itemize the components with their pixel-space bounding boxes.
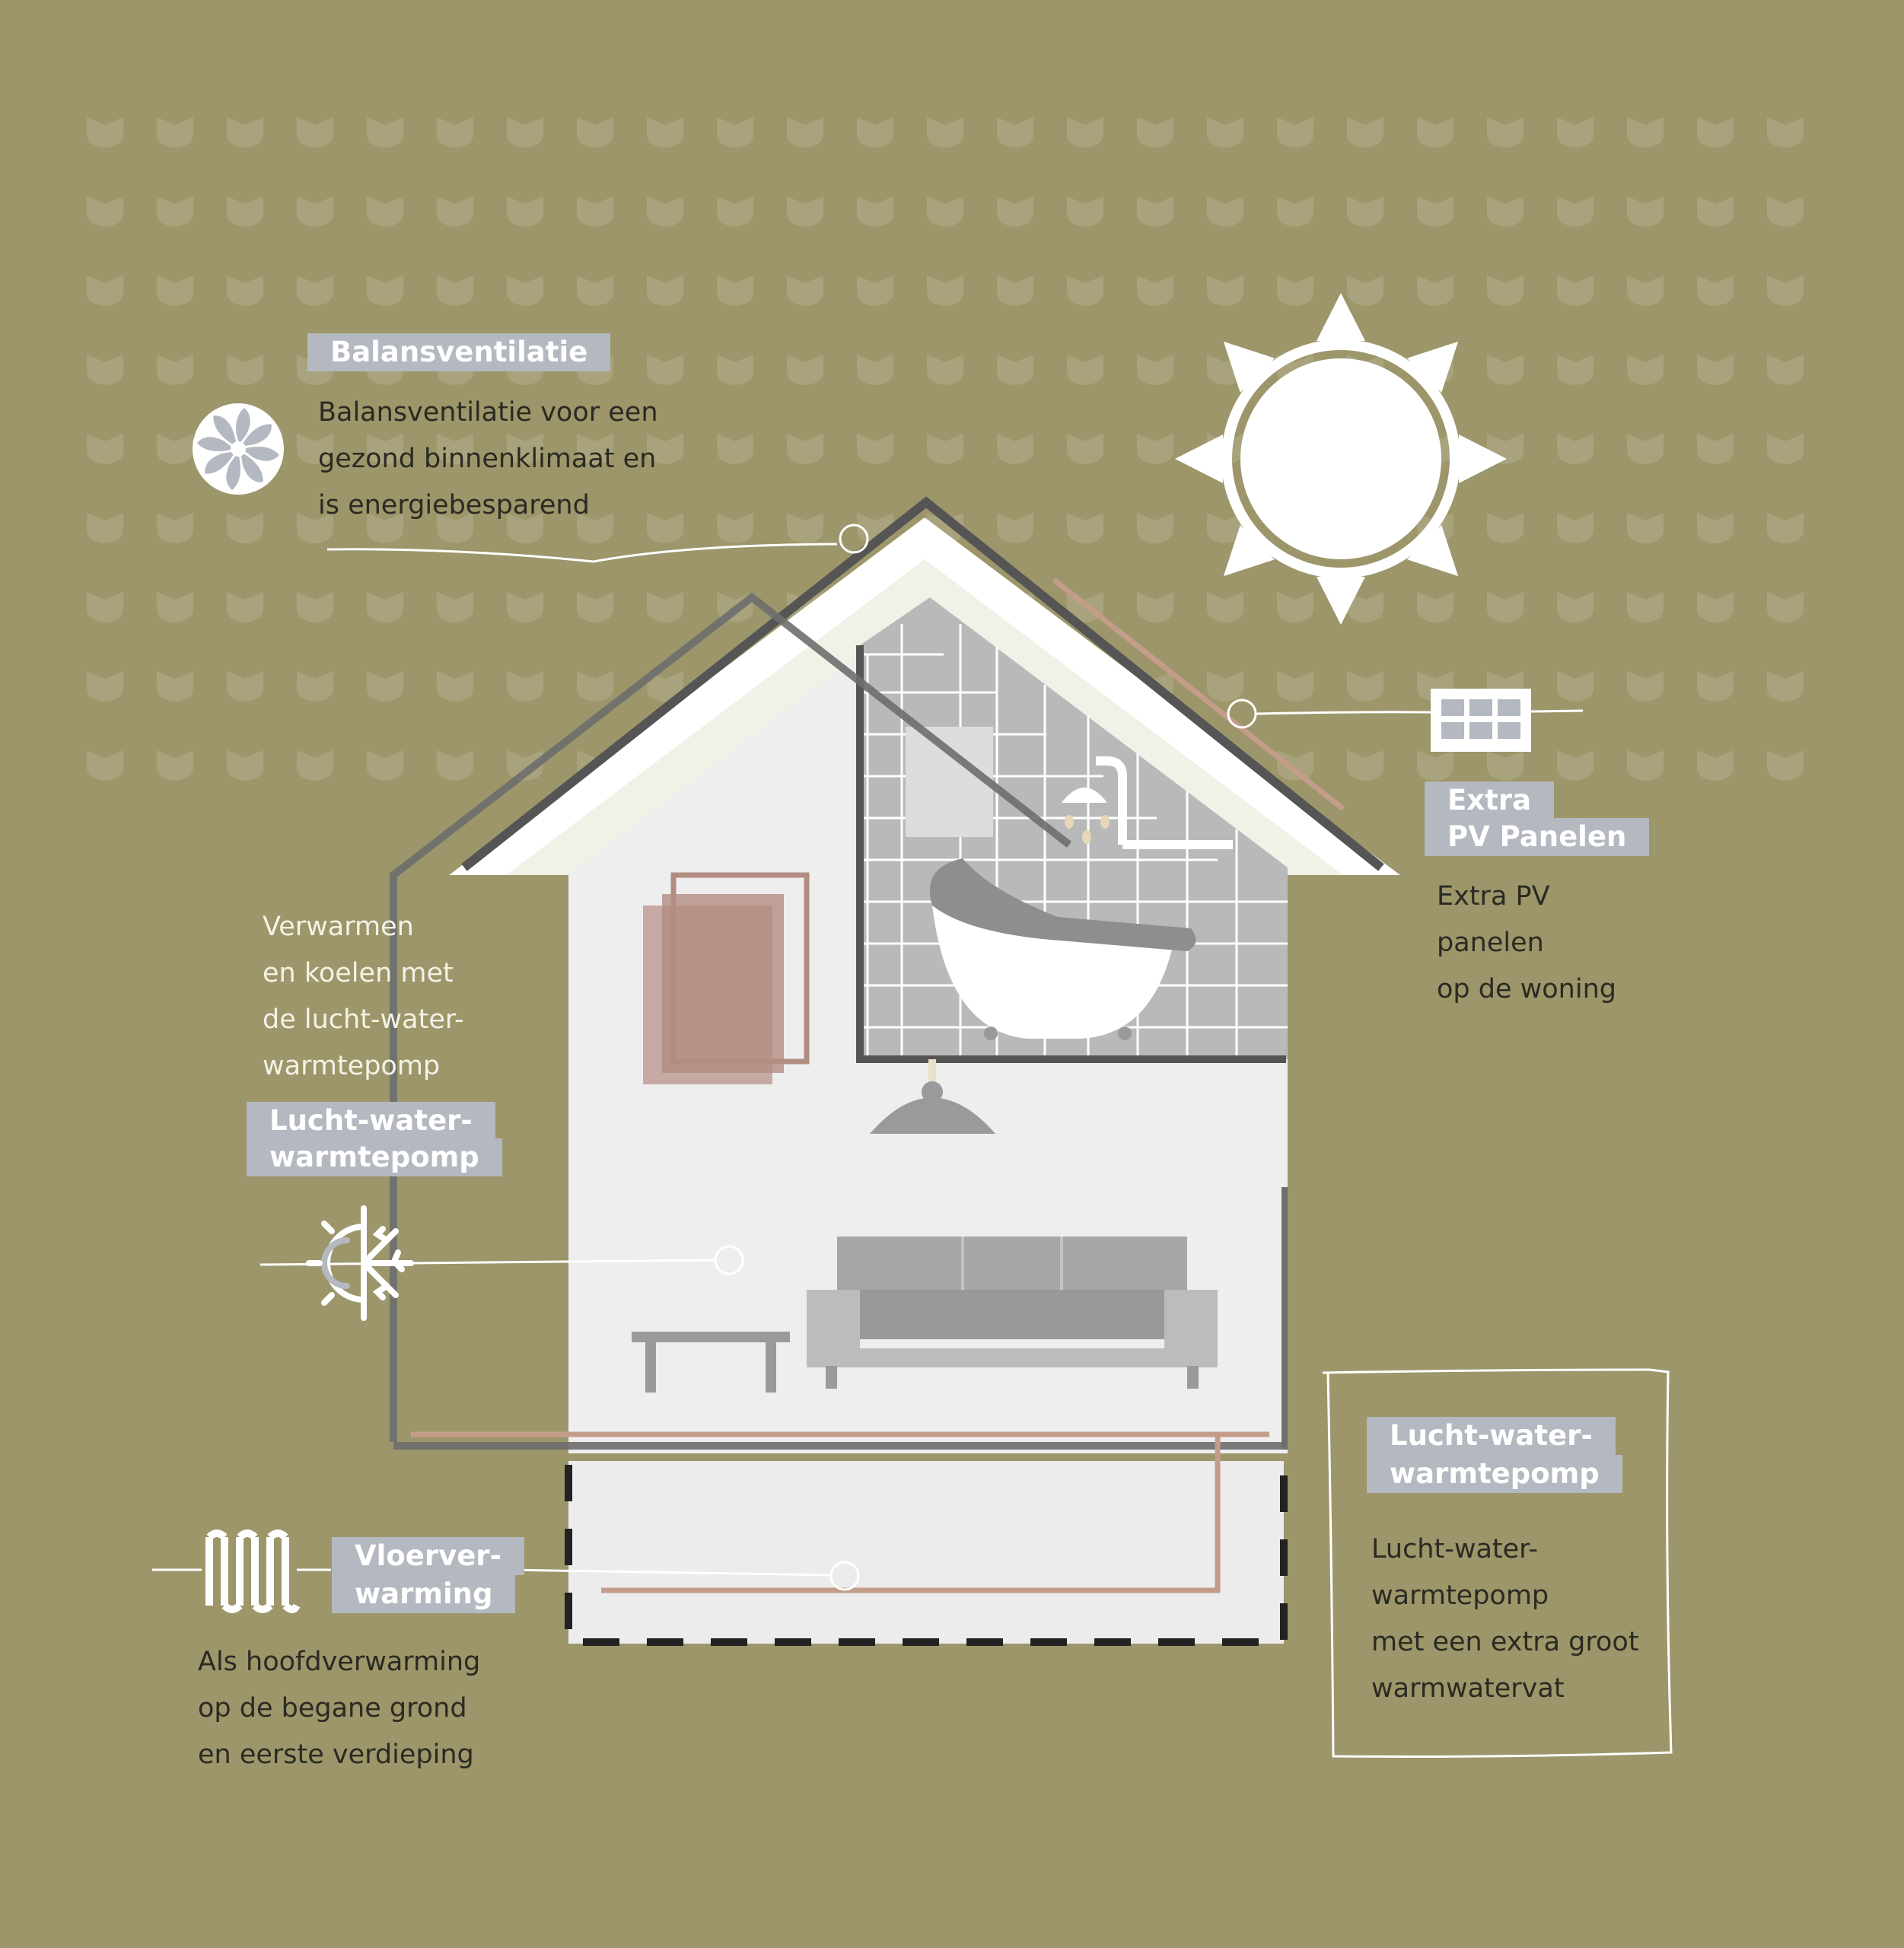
bathroom-window (906, 727, 993, 837)
description-line: op de begane grond (198, 1693, 467, 1724)
description-line: warmtepomp (263, 1051, 441, 1081)
description-line: is energiebesparend (318, 490, 590, 520)
description-line: de lucht-water- (263, 1004, 464, 1035)
warmtepomp-left-label-line2: warmtepomp (247, 1138, 502, 1176)
description-line: op de woning (1437, 974, 1616, 1004)
description-line: en koelen met (263, 958, 454, 988)
painting (643, 872, 810, 1084)
pv-description: Extra PV panelen op de woning (1437, 874, 1616, 1013)
description-line: Lucht-water- (1371, 1534, 1538, 1564)
solar-panel-icon (1431, 689, 1531, 752)
pv-label-line1: Extra (1425, 781, 1555, 820)
table-icon (632, 1332, 790, 1393)
vloerverwarming-title-line: warming (355, 1577, 493, 1610)
pv-title-line: PV Panelen (1447, 820, 1627, 853)
warmtepomp-right-label-line1: Lucht-water- (1367, 1417, 1616, 1455)
description-line: gezond binnenklimaat en (318, 444, 657, 474)
warmtepomp-right-label-line2: warmtepomp (1367, 1455, 1622, 1493)
sun-icon (1175, 293, 1507, 625)
description-line: Balansventilatie voor een (318, 397, 658, 428)
balansventilatie-title: Balansventilatie (330, 336, 588, 368)
balansventilatie-label: Balansventilatie (307, 333, 611, 371)
fan-icon (193, 403, 284, 495)
description-line: en eerste verdieping (198, 1740, 474, 1770)
bathroom-frame (856, 645, 1286, 1063)
house (390, 496, 1400, 1646)
description-line: met een extra groot (1371, 1627, 1639, 1657)
vloerverwarming-description: Als hoofdverwarming op de begane grond e… (198, 1639, 480, 1778)
description-line: Als hoofdverwarming (198, 1647, 481, 1677)
description-line: Extra PV (1437, 881, 1550, 912)
description-line: panelen (1437, 928, 1544, 958)
warmtepomp-right-description: Lucht-water- warmtepomp met een extra gr… (1371, 1526, 1639, 1712)
heating-pipes (411, 578, 1345, 1593)
description-line: Verwarmen (263, 912, 414, 942)
vloerverwarming-label-line1: Vloerver- (332, 1537, 524, 1575)
warmtepomp-left-description: Verwarmen en koelen met de lucht-water- … (263, 904, 464, 1090)
warmtepomp-left-label-line1: Lucht-water- (247, 1102, 495, 1140)
vloerverwarming-title-line: Vloerver- (355, 1539, 501, 1572)
sun-snowflake-icon (306, 1205, 414, 1321)
basement-dashed-outline (565, 1465, 1288, 1646)
warmtepomp-title-line: Lucht-water- (1390, 1419, 1593, 1452)
bathroom (860, 597, 1288, 1059)
sofa-icon (807, 1237, 1218, 1389)
lamp-icon (870, 1059, 995, 1134)
roof-outline (461, 496, 1384, 871)
description-line: warmwatervat (1371, 1673, 1565, 1704)
balansventilatie-description: Balansventilatie voor een gezond binnenk… (318, 390, 658, 529)
pv-label-line2: PV Panelen (1425, 818, 1650, 856)
callout-box (1322, 1368, 1673, 1758)
bathtub-icon (929, 858, 1196, 1040)
description-line: warmtepomp (1371, 1580, 1549, 1611)
pv-title-line: Extra (1447, 784, 1532, 816)
warmtepomp-title-line: Lucht-water- (269, 1104, 473, 1137)
shower-icon (1062, 756, 1233, 849)
warmtepomp-title-line: warmtepomp (269, 1141, 479, 1173)
basement (568, 1461, 1284, 1644)
radiator-icon (205, 1529, 301, 1613)
vloerverwarming-label-line2: warming (332, 1575, 516, 1613)
warmtepomp-title-line: warmtepomp (1390, 1457, 1600, 1490)
